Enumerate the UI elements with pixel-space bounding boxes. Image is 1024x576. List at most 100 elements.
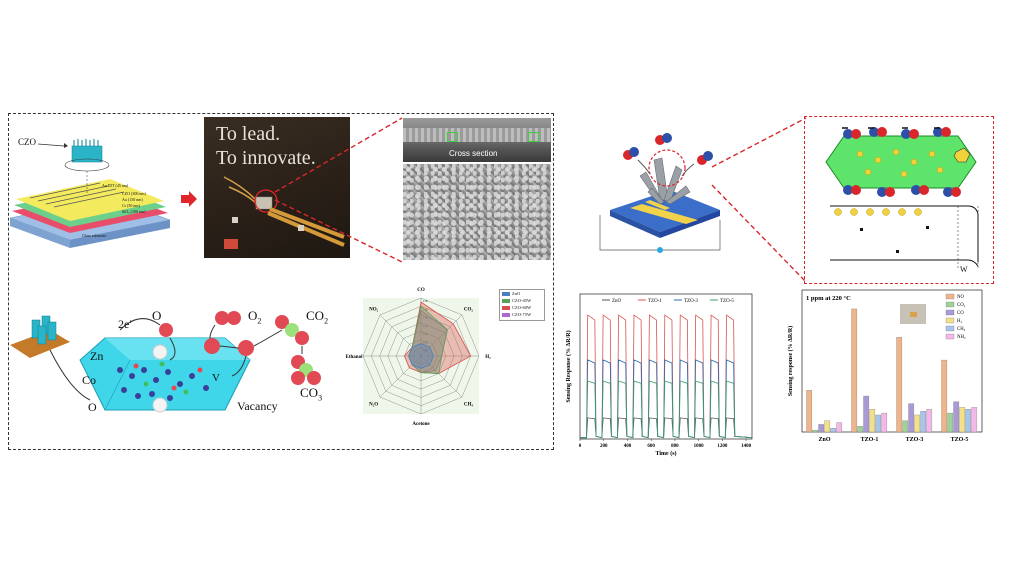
o2-label: O2 — [248, 308, 262, 326]
bar-CO — [953, 401, 960, 433]
x-tick-label: 400 — [624, 444, 632, 449]
cross-section-label: Cross section — [449, 149, 498, 158]
legend-label: NH₃ — [957, 335, 966, 340]
legend-swatch — [502, 305, 510, 310]
legend-label: CH₄ — [957, 327, 966, 332]
photo-text-line2: To innovate. — [216, 147, 316, 169]
radar-ring-label: 1.4 — [423, 316, 428, 320]
co3-label: CO3 — [300, 385, 323, 403]
bar-CO₂ — [902, 420, 909, 433]
radar-axis-label: CO₂ — [464, 308, 474, 313]
radar-axis-label: CH₄ — [464, 402, 474, 407]
radar-legend-item: CZO-60W — [500, 304, 544, 311]
zoom-panel-frame — [804, 116, 994, 284]
legend-label: CO₂ — [957, 303, 966, 308]
bar-CO₂ — [812, 429, 819, 433]
radar-ring-label: 0.8 — [423, 340, 428, 344]
bar-H₂ — [914, 414, 921, 433]
bar-NO — [851, 308, 858, 433]
radar-series-ZnO — [408, 343, 434, 369]
width-label: W — [960, 265, 968, 274]
legend-swatch — [945, 293, 955, 300]
time-chart-frame — [579, 293, 753, 440]
legend-label: CO — [957, 311, 964, 316]
bar-NH₃ — [836, 422, 843, 433]
bar-CO — [908, 403, 915, 433]
co-atom-label: Co — [82, 373, 97, 387]
category-label: TZO-5 — [951, 437, 969, 443]
vacancy-symbol: V — [212, 372, 220, 384]
radar-spoke — [379, 355, 422, 398]
radar-spoke — [420, 355, 463, 398]
x-tick-label: 200 — [600, 444, 608, 449]
radar-chart: COCO₂H₂CH₄AcetoneN₂OEthanolNO₂1.81.61.41… — [346, 288, 492, 427]
radar-ring-label: 1.0 — [423, 332, 428, 336]
legend-label: ZnO — [612, 299, 622, 304]
zn-label: Zn — [90, 349, 104, 363]
radar-legend-item: CZO-45W — [500, 297, 544, 304]
bar-chart-title: 1 ppm at 220 °C — [806, 295, 851, 302]
category-label: TZO-3 — [906, 437, 924, 443]
legend-label: TZO-5 — [720, 299, 734, 304]
layer-label-1: Au IDT (45 nm) — [102, 183, 129, 188]
radar-ring-label: 1.6 — [423, 307, 428, 311]
legend-swatch — [945, 317, 955, 324]
bar-y-axis-label: Sensing response (% ΔR/R) — [787, 326, 794, 397]
bar-CO — [818, 424, 825, 433]
legend-swatch — [502, 291, 510, 296]
vacancy-label: Vacancy — [237, 399, 278, 413]
radar-ring-label: 1.2 — [423, 324, 428, 328]
nanostructure-illustration — [599, 133, 721, 253]
layer-label-4: Cr (50 nm) — [122, 203, 140, 208]
legend-swatch — [945, 309, 955, 316]
x-tick-label: 600 — [647, 444, 655, 449]
electron-label: 2e′ — [118, 317, 132, 331]
x-tick-label: 1400 — [741, 444, 752, 449]
x-tick-label: 0 — [579, 444, 582, 449]
sem-cross-section-image: Cross section — [403, 118, 551, 162]
legend-label: CZO-45W — [512, 298, 532, 303]
legend-label: CZO-60W — [512, 305, 532, 310]
legend-swatch — [502, 298, 510, 303]
y-axis-label: Sensing Response (% ΔR/R) — [565, 330, 572, 402]
bar-CO₂ — [947, 412, 954, 433]
bar-NO — [806, 390, 813, 433]
category-label: ZnO — [818, 437, 830, 443]
radar-ring-label: 0.6 — [423, 349, 428, 353]
bar-CH₄ — [920, 411, 927, 433]
x-axis-label: Time (s) — [655, 450, 676, 457]
layer-label-3: Au (150 nm) — [122, 197, 143, 202]
sem-surface-image — [403, 164, 551, 260]
layer-label-6: Glass substrate — [82, 233, 107, 238]
radar-axis-label: N₂O — [369, 402, 378, 407]
red-arrow-icon — [181, 191, 197, 207]
device-photo: To lead. To innovate. — [204, 117, 350, 258]
bar-NH₃ — [926, 409, 933, 433]
legend-swatch — [502, 312, 510, 317]
depletion-diagram — [825, 127, 979, 270]
bar-NO — [941, 359, 948, 433]
czo-label: CZO — [18, 137, 36, 147]
bar-H₂ — [869, 409, 876, 433]
legend-label: CZO-75W — [512, 312, 532, 317]
radar-spoke — [420, 314, 463, 357]
legend-label: H₂ — [957, 319, 962, 324]
radar-legend-item: ZnO — [500, 290, 544, 297]
x-tick-label: 1200 — [717, 444, 728, 449]
layer-label-5: SiO₂ (100 nm) — [122, 209, 146, 214]
radar-legend-item: CZO-75W — [500, 311, 544, 318]
radar-axis-label: Ethanol — [346, 355, 364, 360]
o-lattice-label: O — [88, 400, 97, 414]
x-tick-label: 1000 — [694, 444, 705, 449]
photo-text-line1: To lead. — [216, 123, 281, 145]
co2-label: CO2 — [306, 308, 329, 326]
legend-swatch — [945, 301, 955, 308]
time-series-TZO-5 — [580, 380, 753, 439]
layer-label-2: CZO (300 nm) — [122, 191, 146, 196]
bar-CH₄ — [965, 409, 972, 433]
x-tick-label: 800 — [671, 444, 679, 449]
bar-H₂ — [959, 407, 966, 433]
